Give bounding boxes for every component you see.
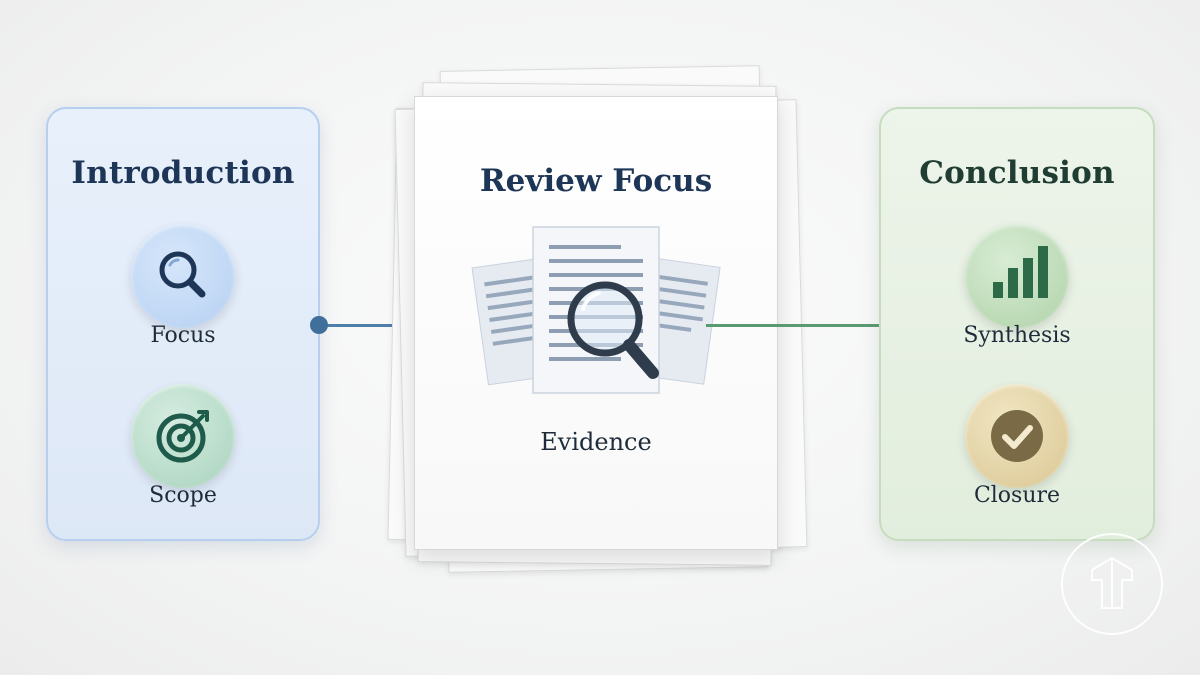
introduction-title: Introduction — [71, 155, 295, 191]
evidence-label: Evidence — [540, 428, 652, 456]
connector-start-dot — [310, 316, 328, 334]
bar-chart-icon — [965, 224, 1069, 328]
synthesis-label: Synthesis — [963, 323, 1071, 348]
review-focus-sheet: Review Focus — [414, 96, 778, 550]
magnifier-icon — [131, 224, 235, 328]
closure-label: Closure — [973, 483, 1061, 508]
review-focus-title: Review Focus — [479, 163, 713, 199]
target-icon — [131, 384, 235, 488]
checkmark-icon — [965, 384, 1069, 488]
watermark-logo-icon — [1061, 533, 1163, 635]
scope-label: Scope — [149, 483, 217, 508]
conclusion-panel: Conclusion Synthesis Closure — [879, 107, 1155, 541]
conclusion-connector-line — [706, 324, 882, 327]
focus-label: Focus — [150, 323, 216, 348]
introduction-panel: Introduction Focus Scope — [46, 107, 320, 541]
documents-magnifier-icon — [471, 226, 721, 394]
conclusion-title: Conclusion — [919, 155, 1115, 191]
